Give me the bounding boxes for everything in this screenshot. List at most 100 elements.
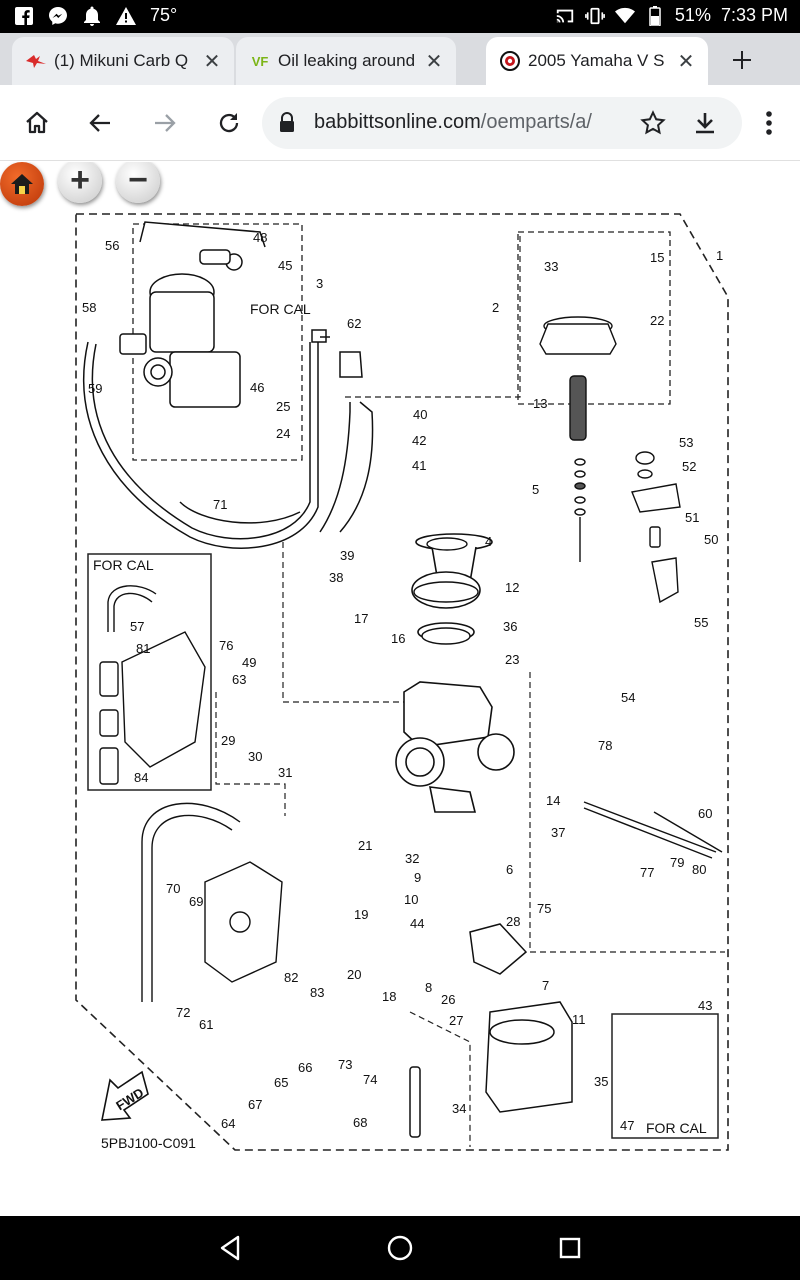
callout-label: 8 [425,980,432,995]
callout-label: 28 [506,914,520,929]
fwd-arrow-icon [101,1070,149,1121]
callout-label: 19 [354,907,368,922]
circle-home-icon [387,1235,413,1261]
callout-label: 16 [391,631,405,646]
address-bar[interactable]: babbittsonline.com/oemparts/a/ [262,97,742,149]
callout-label: 24 [276,426,290,441]
callout-label: 66 [298,1060,312,1075]
callout-label: 17 [354,611,368,626]
nav-home-button[interactable] [382,1230,418,1266]
callout-label: 44 [410,916,424,931]
warning-icon [116,6,136,26]
tab-title: Oil leaking around [278,51,416,70]
callout-label: 47 [620,1118,634,1133]
plus-icon [733,51,751,69]
callout-label: 52 [682,459,696,474]
callout-label: 72 [176,1005,190,1020]
callout-label: 2 [492,300,499,315]
url-domain: babbittsonline.com [314,111,481,133]
battery-level: 51% [674,5,711,25]
callout-label: 81 [136,641,150,656]
callout-label: 55 [694,615,708,630]
callout-label: 61 [199,1017,213,1032]
callout-label: 39 [340,548,354,563]
close-icon[interactable]: ✕ [425,50,443,73]
callout-label: 22 [650,313,664,328]
callout-label: 51 [685,510,699,525]
callout-label: 48 [253,230,267,245]
zoom-out-label: − [128,162,148,199]
callout-label: 75 [537,901,551,916]
callout-label: 70 [166,881,180,896]
callout-label: 58 [82,300,96,315]
callout-labels: 1234567891011121314151617181920212223242… [82,230,723,1133]
home-icon [11,174,33,194]
callout-label: 74 [363,1072,377,1087]
callout-label: 21 [358,838,372,853]
callout-label: 12 [505,580,519,595]
callout-label: 30 [248,749,262,764]
for-cal-label-bottom: FOR CAL [646,1120,707,1136]
callout-label: 50 [704,532,718,547]
callout-label: 10 [404,892,418,907]
lock-icon [278,112,296,139]
zoom-in-button[interactable]: + [58,162,102,203]
more-vert-icon [766,111,772,135]
bookmark-star-icon[interactable] [640,110,666,141]
tab-strip: (1) Mikuni Carb Q ✕ VF Oil leaking aroun… [0,33,800,85]
vibrate-icon [585,6,605,26]
callout-label: 49 [242,655,256,670]
home-icon [26,111,48,134]
square-recents-icon [559,1237,581,1259]
reload-button[interactable] [211,105,247,141]
callout-label: 37 [551,825,565,840]
tab-mikuni[interactable]: (1) Mikuni Carb Q ✕ [12,37,234,85]
new-tab-button[interactable] [722,40,762,80]
android-nav-bar [0,1216,800,1280]
mikuni-favicon [26,51,46,71]
callout-label: 32 [405,851,419,866]
callout-label: 82 [284,970,298,985]
callout-label: 6 [506,862,513,877]
callout-label: 3 [316,276,323,291]
callout-label: 56 [105,238,119,253]
zoom-out-button[interactable]: − [116,162,160,203]
diagram-code: 5PBJ100-C091 [101,1135,196,1151]
tab-yamaha[interactable]: 2005 Yamaha V S ✕ [486,37,708,85]
url-text[interactable]: babbittsonline.com/oemparts/a/ [314,111,632,134]
callout-label: 31 [278,765,292,780]
status-bar: 75° 51% 7:33 PM [0,0,800,33]
tab-oil-leaking[interactable]: VF Oil leaking around ✕ [236,37,456,85]
callout-label: 53 [679,435,693,450]
callout-label: 45 [278,258,292,273]
web-content: FWD FOR CAL FOR CAL FOR CAL 5PBJ100-C091… [0,162,800,1216]
forward-arrow-icon [155,114,176,132]
for-cal-label-top: FOR CAL [250,301,311,317]
callout-label: 11 [572,1012,586,1027]
nav-back-button[interactable] [212,1230,248,1266]
callout-label: 83 [310,985,324,1000]
temperature: 75° [150,5,178,25]
callout-label: 1 [716,248,723,263]
for-cal-label-left: FOR CAL [93,557,154,573]
callout-label: 54 [621,690,635,705]
forward-button[interactable] [147,105,183,141]
callout-label: 26 [441,992,455,1007]
vf-favicon: VF [251,53,269,69]
callout-label: 78 [598,738,612,753]
close-icon[interactable]: ✕ [677,50,695,73]
messenger-icon [48,6,68,26]
callout-label: 40 [413,407,427,422]
diagram-home-button[interactable] [0,162,44,206]
back-button[interactable] [82,105,118,141]
callout-label: 9 [414,870,421,885]
home-button[interactable] [19,105,55,141]
zoom-in-label: + [70,162,90,199]
nav-recents-button[interactable] [552,1230,588,1266]
overflow-menu-button[interactable] [752,105,786,141]
download-icon[interactable] [692,110,718,141]
callout-label: 71 [213,497,227,512]
callout-label: 84 [134,770,148,785]
callout-label: 7 [542,978,549,993]
close-icon[interactable]: ✕ [203,50,221,73]
